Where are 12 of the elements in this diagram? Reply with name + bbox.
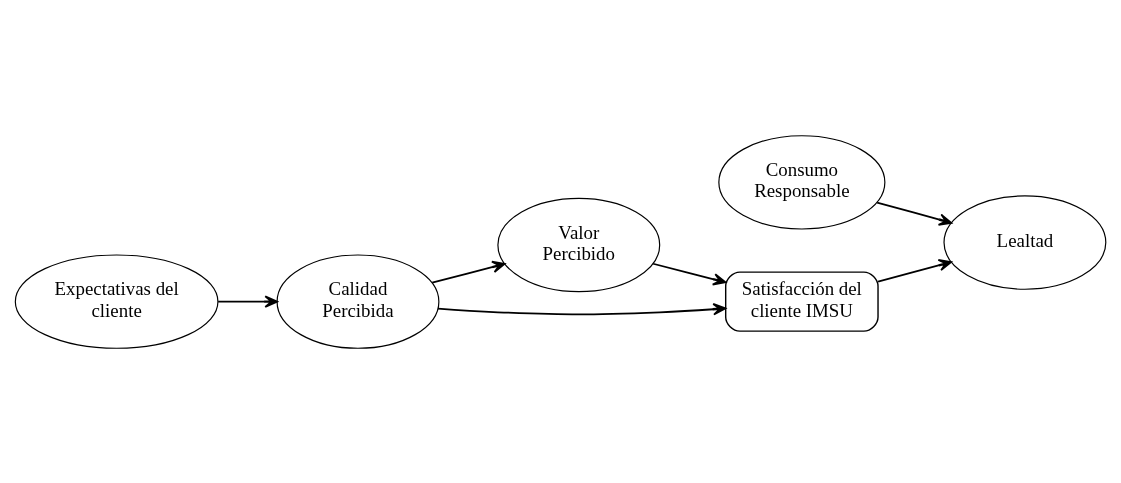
- arrow: [652, 262, 727, 285]
- node-box: Satisfacción del cliente IMSU: [725, 270, 879, 332]
- node-ellipse: Consumo Responsable: [718, 134, 886, 230]
- arrow: [876, 201, 953, 226]
- arrow: [217, 294, 278, 308]
- node-ellipse: Valor Percibido: [497, 197, 661, 292]
- arrow: [877, 258, 953, 282]
- node-ellipse: Lealtad: [943, 194, 1107, 290]
- arrow: [431, 260, 506, 284]
- arrow: [437, 302, 727, 315]
- node-ellipse: Expectativas del cliente: [14, 253, 219, 349]
- node-ellipse: Calidad Percibida: [276, 253, 440, 349]
